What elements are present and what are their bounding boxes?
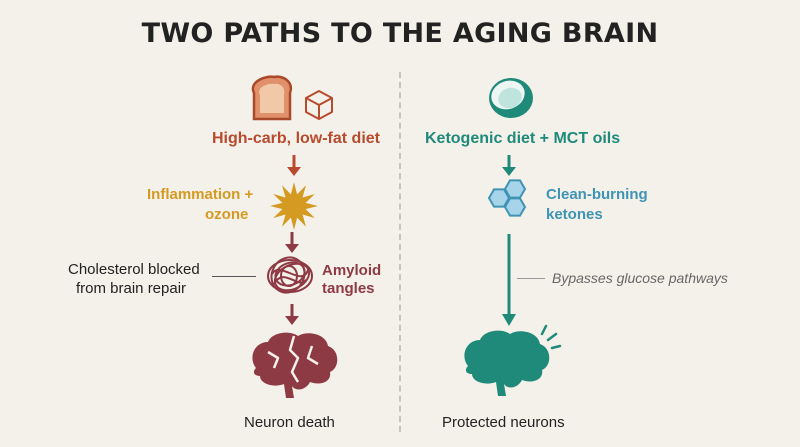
cholesterol-note-line1: Cholesterol blocked bbox=[68, 261, 200, 278]
arrow-down-icon bbox=[502, 155, 516, 176]
arrow-down-icon bbox=[285, 304, 299, 325]
ketones-label-line2: ketones bbox=[546, 206, 603, 223]
inflammation-star-icon bbox=[270, 182, 318, 230]
connector-line bbox=[517, 278, 545, 279]
sugar-cube-icon bbox=[305, 90, 333, 120]
ketone-molecule-icon bbox=[487, 179, 527, 217]
arrow-down-icon bbox=[287, 155, 301, 176]
coconut-icon bbox=[489, 78, 533, 118]
path-divider bbox=[399, 72, 401, 432]
arrow-down-icon bbox=[285, 232, 299, 253]
inflammation-label-line2: ozone bbox=[205, 206, 249, 223]
right-outcome-label: Protected neurons bbox=[442, 414, 565, 431]
amyloid-label-line2: tangles bbox=[322, 280, 375, 297]
amyloid-label-line1: Amyloid bbox=[322, 262, 382, 279]
long-arrow-down-icon bbox=[502, 234, 516, 326]
left-outcome-label: Neuron death bbox=[244, 414, 335, 431]
ketones-label-line1: Clean-burning bbox=[546, 186, 648, 203]
page-title: TWO PATHS TO THE AGING BRAIN bbox=[141, 18, 659, 49]
amyloid-tangle-icon bbox=[267, 256, 313, 294]
bread-icon bbox=[251, 75, 293, 121]
cholesterol-note-line2: from brain repair bbox=[76, 280, 187, 297]
inflammation-label-line1: Inflammation + bbox=[147, 186, 254, 203]
damaged-brain-icon bbox=[252, 332, 338, 398]
left-diet-label: High-carb, low-fat diet bbox=[212, 130, 380, 147]
right-diet-label: Ketogenic diet + MCT oils bbox=[425, 130, 621, 147]
bypass-note: Bypasses glucose pathways bbox=[552, 270, 728, 286]
connector-line bbox=[212, 276, 256, 277]
healthy-brain-icon bbox=[464, 324, 562, 396]
